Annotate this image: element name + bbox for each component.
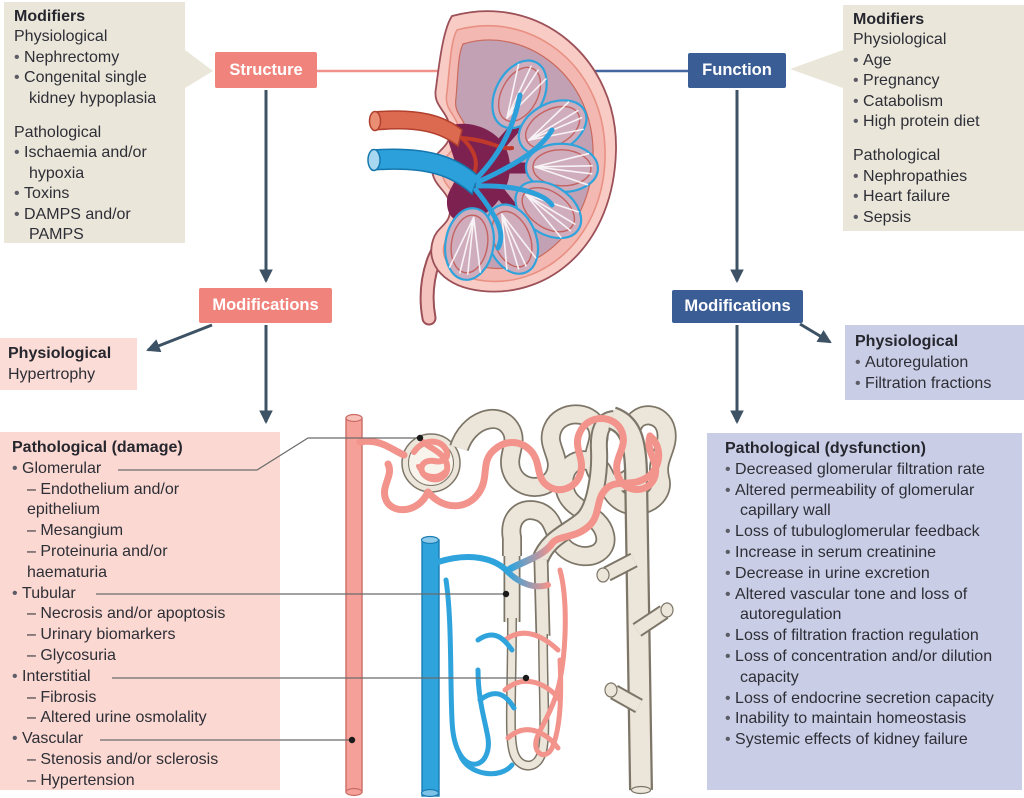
pathological-dysfunction-box: Pathological (dysfunction) Decreased glo… [707, 433, 1022, 790]
list-item: Loss of filtration fraction regulation [725, 626, 996, 647]
list-item: Decreased glomerular filtration rate [725, 460, 996, 481]
modifications-right-node: Modifications [672, 290, 803, 323]
list-item: Heart failure [853, 187, 1016, 207]
kidney-illustration [367, 10, 617, 326]
glomerular-dot [416, 434, 424, 442]
loop-of-henle [503, 556, 551, 771]
modifiers-title: Modifiers [14, 8, 86, 25]
list-item: Loss of endocrine secretion capacity [725, 689, 996, 710]
list-item: Autoregulation [855, 352, 1016, 373]
nephron-vein-vessel [420, 535, 440, 798]
list-item: Inability to maintain homeostasis [725, 709, 996, 730]
vasa-recta [435, 554, 551, 777]
peritubular-capillaries [356, 415, 663, 758]
vascular-dot [348, 736, 356, 744]
list-item: High protein diet [853, 112, 1016, 132]
box-title: Physiological [855, 333, 959, 350]
group-label-glomerular: Glomerular [12, 459, 246, 480]
list-item: Systemic effects of kidney failure [725, 730, 996, 751]
list-item: Toxins [14, 184, 177, 204]
group-label-tubular: Tubular [12, 584, 246, 605]
renal-artery [368, 110, 514, 182]
right-box-pointer [790, 50, 843, 88]
group-label-vascular: Vascular [12, 729, 246, 750]
box-title: Pathological (dysfunction) [725, 440, 926, 457]
list-item: Pregnancy [853, 71, 1016, 91]
list-item: Catabolism [853, 92, 1016, 112]
box-title: Physiological [8, 345, 112, 362]
physiological-autoregulation-box: Physiological Autoregulation Filtration … [845, 325, 1024, 400]
modifiers-title: Modifiers [853, 11, 925, 28]
list-item: Mesangium [12, 521, 246, 542]
list-item: Sepsis [853, 208, 1016, 228]
list-item: Congenital single kidney hypoplasia [14, 68, 177, 109]
glomerulus [401, 433, 461, 493]
list-item: Fibrosis [12, 688, 246, 709]
list-item: Altered permeability of glomerular capil… [725, 481, 996, 523]
list-item: Hypertrophy [8, 366, 96, 383]
list-item: Increase in serum creatinine [725, 543, 996, 564]
structure-modifiers-box: Modifiers Physiological Nephrectomy Cong… [4, 2, 185, 243]
collecting-duct [596, 406, 674, 795]
flow-arrows [146, 90, 832, 425]
physiological-heading: Physiological [14, 28, 108, 46]
group-label-interstitial: Interstitial [12, 667, 246, 688]
pathological-heading: Pathological [14, 124, 102, 142]
list-item: Loss of concentration and/or dilution ca… [725, 647, 996, 689]
list-item: Age [853, 51, 1016, 71]
list-item: Necrosis and/or apoptosis [12, 604, 246, 625]
interstitial-dot [522, 674, 530, 682]
structure-node: Structure [215, 52, 317, 88]
list-item: Nephropathies [853, 167, 1016, 187]
list-item: Glycosuria [12, 646, 246, 667]
list-item: Hypertension [12, 771, 246, 792]
list-item: Stenosis and/or sclerosis [12, 750, 246, 771]
list-item: Altered urine osmolality [12, 708, 246, 729]
renal-vein [367, 92, 555, 251]
list-item: Filtration fractions [855, 373, 1016, 394]
physiological-heading: Physiological [853, 31, 947, 49]
pathological-damage-box: Pathological (damage) Glomerular Endothe… [0, 432, 280, 790]
renal-pyramids [444, 59, 600, 281]
list-item: Ischaemia and/or hypoxia [14, 143, 177, 184]
function-modifiers-box: Modifiers Physiological Age Pregnancy Ca… [843, 5, 1024, 231]
list-item: Nephrectomy [14, 48, 177, 68]
modifications-left-node: Modifications [199, 288, 332, 323]
nephron-artery-vessel [345, 413, 363, 797]
list-item: DAMPS and/or PAMPS [14, 205, 177, 246]
tubular-dot [502, 590, 510, 598]
list-item: Urinary biomarkers [12, 625, 246, 646]
physiological-hypertrophy-box: Physiological Hypertrophy [0, 338, 137, 390]
box-title: Pathological (damage) [12, 439, 183, 456]
list-item: Endothelium and/or epithelium [12, 480, 246, 522]
left-box-pointer [185, 50, 213, 88]
list-item: Decrease in urine excretion [725, 564, 996, 585]
list-item: Loss of tubuloglomerular feedback [725, 522, 996, 543]
pathological-heading: Pathological [853, 147, 941, 165]
function-node: Function [688, 53, 786, 88]
list-item: Proteinuria and/or haematuria [12, 542, 246, 584]
list-item: Altered vascular tone and loss of autore… [725, 585, 996, 627]
